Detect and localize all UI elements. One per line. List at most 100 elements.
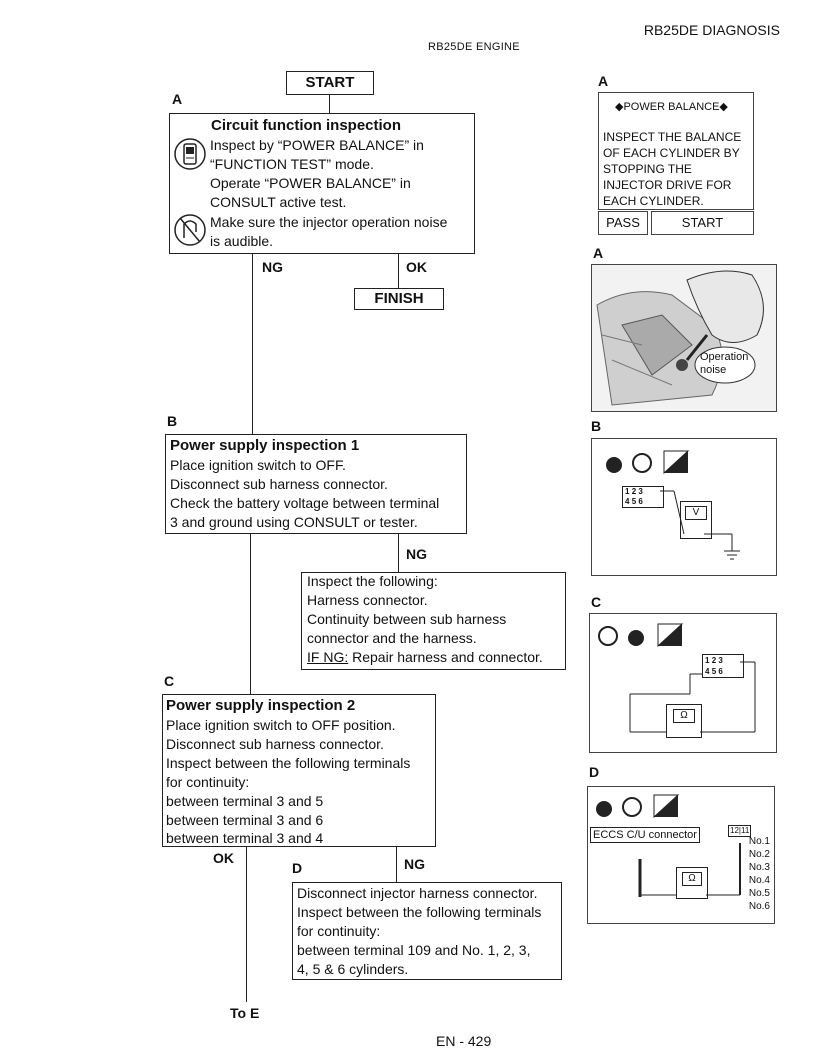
pin: 4 [625,497,630,506]
step-letter-d: D [292,860,303,876]
ng-path-line-c [396,847,397,882]
section-a-line: Operate “POWER BALANCE” in [210,175,411,191]
consult-screen-line: EACH CYLINDER. [603,194,704,208]
power-supply-inspection-1-box: Power supply inspection 1 Place ignition… [165,434,467,534]
cylinder-label: No.1 [748,836,770,847]
section-a-title: Circuit function inspection [211,117,401,134]
section-d-line: for continuity: [297,923,381,939]
section-c-line: Disconnect sub harness connector. [166,736,384,752]
section-c-title: Power supply inspection 2 [166,697,356,714]
consult-screen-line: INSPECT THE BALANCE [603,130,742,144]
harness-inspection-box: Inspect the following: Harness connector… [301,572,566,670]
section-a-line: is audible. [210,233,274,249]
connector-disconnect-icons [606,450,690,475]
injector-continuity-diagram: ECCS C/U connector 12|11 Ω No.1 No.2 No.… [587,786,775,924]
section-a-line: Make sure the injector operation noise [210,214,448,230]
if-ng-text: Repair harness and connector. [348,649,543,665]
cylinder-label: No.3 [748,862,770,873]
cylinder-label: No.6 [748,901,770,912]
eccs-connector-pins: 12|11 [728,825,752,837]
eccs-cu-connector-label: ECCS C/U connector [590,827,700,843]
finish-terminal: FINISH [354,288,444,310]
section-b-line: 3 and ground using CONSULT or tester. [170,514,418,530]
pin: 5 [711,667,717,676]
ohmmeter-symbol: Ω [673,709,695,723]
section-b-title: Power supply inspection 1 [170,437,360,454]
section-b-line: Check the battery voltage between termin… [170,495,440,511]
pin: 2 [711,656,717,665]
cylinder-label: No.5 [748,888,770,899]
page-header-title: RB25DE DIAGNOSIS [643,22,780,38]
ng-path-line [252,254,253,434]
to-e-label: To E [230,1005,260,1021]
ok-path-line-b [250,534,251,694]
page-header-subtitle: RB25DE ENGINE [428,41,520,53]
panel-letter-c: C [591,594,602,610]
voltage-check-diagram: 1 2 3 4 5 6 V [591,438,777,576]
section-d-line: 4, 5 & 6 cylinders. [297,961,409,977]
panel-letter-b: B [591,418,602,434]
panel-letter-a-photo: A [593,245,604,261]
ng-box-line: Inspect the following: [307,573,438,589]
section-c-line: between terminal 3 and 6 [166,812,324,828]
pin: 3 [718,656,723,665]
ok-path-line-c [246,847,247,1002]
engine-photo-illustration [592,265,776,411]
page-number: EN - 429 [436,1033,492,1049]
injector-harness-inspection-box: Disconnect injector harness connector. I… [292,882,562,980]
ohmmeter: Ω [676,867,708,899]
consult-screen-panel: ◆POWER BALANCE◆ INSPECT THE BALANCE OF E… [598,92,754,210]
step-letter-c: C [164,673,175,689]
operation-noise-line1: Operation [700,351,749,363]
voltmeter-symbol: V [685,506,707,520]
section-a-line: Inspect by “POWER BALANCE” in [210,137,424,153]
pin: 6 [718,667,723,676]
start-button[interactable]: START [651,211,754,235]
cylinder-label: No.4 [748,875,770,886]
pin: 1 [625,487,630,496]
pin: 4 [705,667,710,676]
connector-disconnect-icons [598,623,684,648]
cylinder-label: No.2 [748,849,770,860]
ng-box-line: Continuity between sub harness [307,611,507,627]
engine-photo-panel: Operation noise [591,264,777,412]
consult-screen-line: INJECTOR DRIVE FOR [603,178,732,192]
start-terminal: START [286,71,374,95]
connector-disconnect-icons [596,794,680,819]
if-ng-label: IF NG: [307,649,349,665]
injector-wiring [638,843,741,897]
ok-label: OK [406,259,427,275]
consult-screen-line: STOPPING THE [603,162,692,176]
section-c-line: between terminal 3 and 4 [166,830,324,846]
ohmmeter: Ω [666,704,702,738]
consult-screen-line: OF EACH CYLINDER BY [603,146,740,160]
continuity-wiring [629,661,756,733]
pin: 1 [705,656,710,665]
section-c-line: between terminal 3 and 5 [166,793,324,809]
cylinder-list: No.1 No.2 No.3 No.4 No.5 No.6 [742,835,770,913]
section-a-line: CONSULT active test. [210,194,347,210]
pin: 6 [638,497,643,506]
listen-noise-icon [174,214,206,246]
ok-path-line [398,254,399,288]
sub-harness-connector: 1 2 3 4 5 6 [702,654,744,678]
section-d-line: Disconnect injector harness connector. [297,885,538,901]
voltage-wiring [660,490,740,560]
ng-label-c: NG [404,856,425,872]
consult-tester-icon [174,138,206,170]
power-supply-inspection-2-box: Power supply inspection 2 Place ignition… [162,694,436,847]
ng-box-line: Harness connector. [307,592,428,608]
ng-box-line: connector and the harness. [307,630,477,646]
ng-label-b: NG [406,546,427,562]
section-a-line: “FUNCTION TEST” mode. [210,156,374,172]
panel-letter-d: D [589,764,600,780]
ng-label: NG [262,259,283,275]
section-b-line: Disconnect sub harness connector. [170,476,388,492]
section-c-line: for continuity: [166,774,250,790]
consult-screen-title: ◆POWER BALANCE◆ [615,101,728,113]
if-ng-line: IF NG: Repair harness and connector. [307,648,543,667]
sub-harness-connector: 1 2 3 4 5 6 [622,486,664,508]
pass-button[interactable]: PASS [598,211,648,235]
pin: 5 [631,497,637,506]
section-d-line: between terminal 109 and No. 1, 2, 3, [297,942,531,958]
